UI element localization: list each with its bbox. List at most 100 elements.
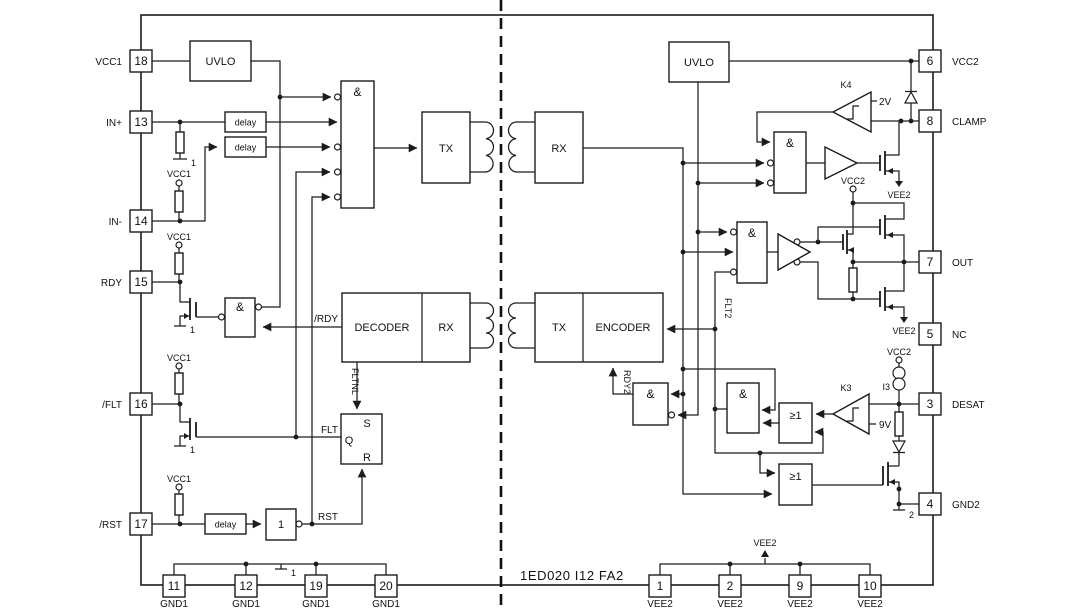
diode-clamp-icon: [903, 90, 919, 104]
pin-15: [129, 270, 153, 294]
pin-7: [918, 250, 942, 274]
i3-label: I3: [882, 382, 890, 392]
svg-text:15: 15: [134, 275, 148, 289]
pin-label: GND2: [952, 500, 980, 511]
signal-labels: VCC1 VCC1 VCC1 VCC1 VCC2 VCC2 VEE2 VEE2 …: [167, 80, 916, 583]
svg-text:2: 2: [727, 579, 734, 593]
vcc1-rail-label: VCC1: [167, 169, 191, 179]
fltnl-signal-label: FLTNL: [350, 368, 360, 395]
sr-latch: [340, 413, 383, 465]
gnd1-symbol-label: 1: [291, 568, 296, 578]
svg-text:11: 11: [168, 579, 181, 593]
gnd1-symbol-label: 1: [191, 158, 196, 168]
pin-20: [374, 574, 398, 598]
blocks: UVLO UVLO delay delay delay 1 & & TX RX …: [189, 40, 872, 541]
vee2-rail-label: VEE2: [892, 326, 915, 336]
delay1-block: [224, 111, 267, 133]
svg-text:TX: TX: [552, 322, 567, 334]
pin-13: [129, 110, 153, 134]
svg-text:RX: RX: [438, 322, 454, 334]
svg-text:7: 7: [927, 255, 934, 269]
vcc1-rail-label: VCC1: [167, 474, 191, 484]
delay3-block: [204, 513, 247, 535]
svg-text:17: 17: [134, 517, 148, 531]
comparator-k3: [831, 392, 870, 436]
svg-text:&: &: [786, 136, 794, 150]
pin-16: [129, 392, 153, 416]
clamp-buffer: [824, 145, 859, 181]
svg-text:19: 19: [309, 579, 323, 593]
pin-19: [304, 574, 328, 598]
svg-text:&: &: [748, 226, 756, 240]
rdy-n-signal-label: /RDY: [314, 314, 338, 325]
svg-text:14: 14: [134, 214, 148, 228]
pin-label: VCC2: [952, 57, 979, 68]
pin-5: [918, 322, 942, 346]
pin-3: [918, 392, 942, 416]
svg-text:3: 3: [927, 397, 934, 411]
pin-label: OUT: [952, 258, 973, 269]
svg-text:ENCODER: ENCODER: [595, 322, 650, 334]
pin-label: GND1: [372, 599, 400, 609]
pin-10: [858, 574, 882, 598]
pin-label: RDY: [101, 278, 122, 289]
tx1-block: [421, 111, 471, 184]
pin-label: VEE2: [787, 599, 813, 609]
vee2-rail-label: VEE2: [753, 538, 776, 548]
svg-text:TX: TX: [439, 143, 454, 155]
rx1-block: [534, 111, 584, 184]
supply-symbols: [175, 90, 919, 557]
svg-text:13: 13: [134, 115, 148, 129]
vee2-arrow-icon: [895, 181, 903, 187]
gnd1-symbol-label: 1: [190, 325, 195, 335]
pin-label: DESAT: [952, 400, 985, 411]
svg-text:1: 1: [278, 519, 284, 531]
svg-text:R: R: [363, 452, 371, 464]
svg-text:&: &: [353, 85, 361, 99]
resistors: [174, 131, 904, 516]
pin-label: VEE2: [717, 599, 743, 609]
svg-text:20: 20: [379, 579, 393, 593]
pin-label: /RST: [99, 520, 122, 531]
uvlo2-label: UVLO: [684, 57, 714, 69]
pin-label: IN+: [106, 118, 122, 129]
svg-text:8: 8: [927, 114, 934, 128]
svg-text:≥1: ≥1: [789, 471, 801, 483]
hysteresis-icon: [847, 105, 859, 120]
rdy2-and-gate: [632, 382, 669, 426]
out-and-gate: [736, 221, 768, 284]
diode-desat-icon: [891, 440, 907, 454]
svg-text:12: 12: [239, 579, 253, 593]
svg-text:10: 10: [863, 579, 877, 593]
chip-outline: [140, 14, 934, 586]
vee2-arrow-icon: [761, 550, 769, 557]
pin-label: NC: [952, 330, 966, 341]
pin-label: IN-: [109, 217, 122, 228]
gnd1-symbol-label: 1: [190, 445, 195, 455]
pin-12: [234, 574, 258, 598]
junction-dots: [177, 58, 914, 567]
hysteresis-icon: [847, 407, 859, 422]
pin-label: VEE2: [857, 599, 883, 609]
vcc1-rail-label: VCC1: [167, 232, 191, 242]
svg-text:≥1: ≥1: [789, 410, 801, 422]
rdy-and-gate: [224, 297, 256, 338]
svg-text:delay: delay: [235, 118, 257, 128]
mosfets: [184, 151, 895, 486]
flt2-and-gate: [726, 382, 760, 434]
svg-text:S: S: [363, 418, 370, 430]
svg-text:DECODER: DECODER: [354, 322, 409, 334]
pin-18: [129, 49, 153, 73]
pin-8: [918, 109, 942, 133]
k3-threshold-label: 9V: [879, 420, 892, 431]
gnd2-symbol-label: 2: [909, 510, 914, 520]
svg-text:&: &: [739, 387, 747, 401]
current-source-icon: [892, 366, 906, 380]
vcc2-rail-label: VCC2: [887, 347, 911, 357]
k4-threshold-label: 2V: [879, 97, 892, 108]
pin-label: /FLT: [102, 400, 122, 411]
svg-text:16: 16: [134, 397, 148, 411]
svg-text:6: 6: [927, 54, 934, 68]
pin-14: [129, 209, 153, 233]
logic-bubbles: [217, 93, 801, 528]
